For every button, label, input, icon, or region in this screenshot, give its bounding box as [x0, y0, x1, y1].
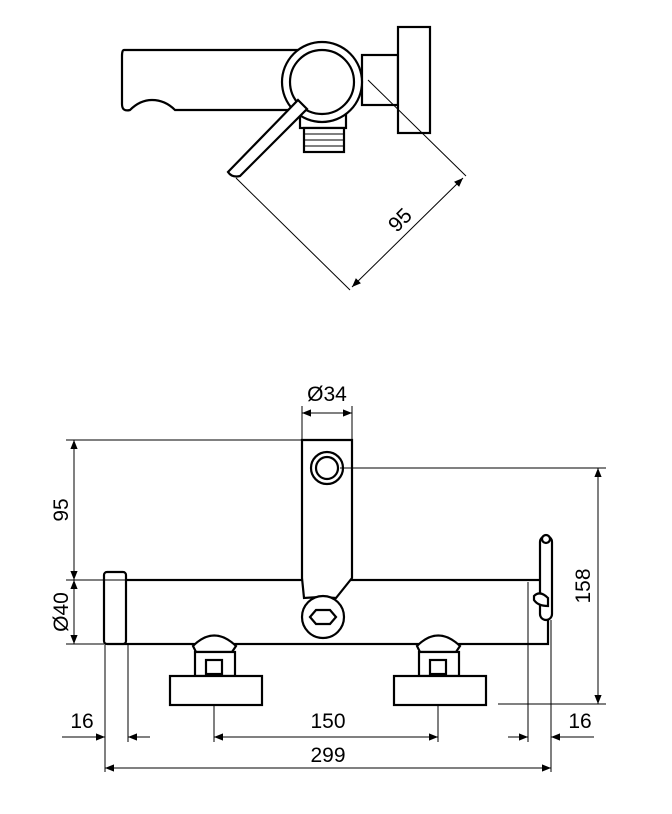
dimension-depth-label: 95 — [384, 204, 417, 237]
right-cap-label: 16 — [568, 710, 591, 733]
top-view: 95 — [120, 25, 467, 291]
left-cap-label: 16 — [70, 710, 93, 733]
lever-handle — [226, 98, 309, 178]
inlet-spacing-label: 150 — [310, 710, 345, 733]
extension-line — [367, 79, 467, 177]
wall-connector — [360, 53, 400, 107]
right-inlet — [392, 634, 488, 707]
mixer-body-inner — [288, 48, 356, 116]
total-height-label: 158 — [572, 568, 595, 603]
outlet-diameter-label: Ø34 — [307, 383, 347, 406]
diverter-lever — [538, 534, 554, 622]
hex-socket-icon — [308, 608, 338, 626]
front-view: Ø34 95 Ø40 158 16 150 16 299 — [50, 383, 606, 772]
lever-tip — [540, 533, 552, 545]
height-above-body-label: 95 — [50, 498, 73, 521]
wall-flange — [396, 25, 432, 135]
dimension-arrow-depth — [351, 177, 464, 288]
total-width-label: 299 — [310, 744, 345, 767]
thread-lines — [305, 133, 343, 147]
lever-base — [532, 592, 550, 608]
outlet-hole — [314, 455, 340, 481]
body-diameter-label: Ø40 — [50, 592, 73, 632]
extension-line — [235, 177, 351, 291]
spout — [120, 48, 302, 112]
left-end-cap — [102, 570, 128, 646]
left-inlet — [168, 634, 264, 707]
